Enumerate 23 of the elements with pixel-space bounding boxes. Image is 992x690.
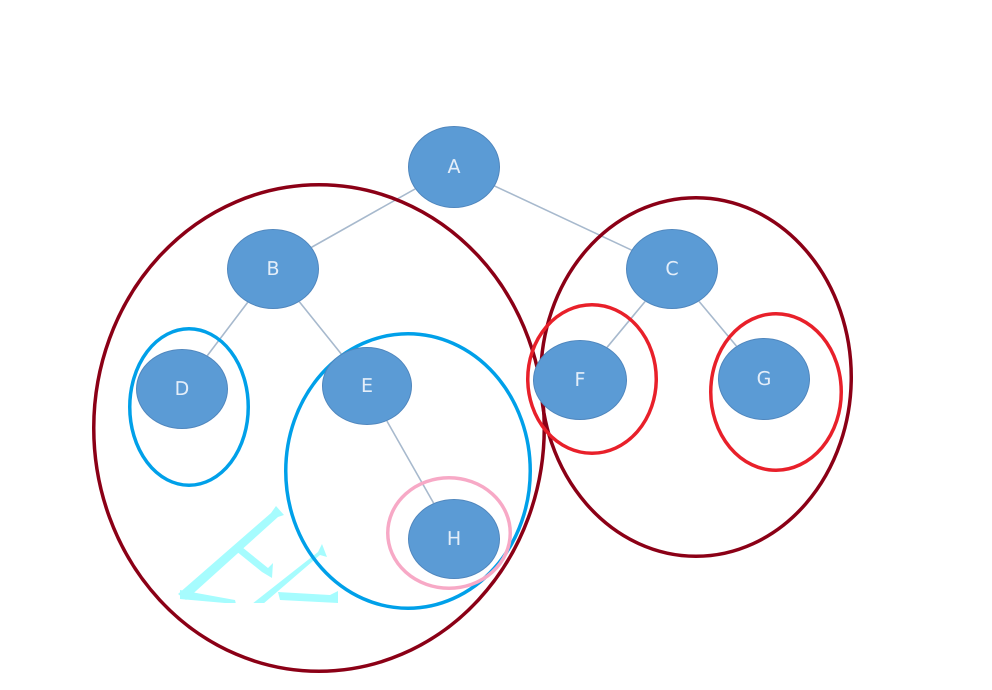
node-label: F — [574, 369, 586, 391]
tree-edge — [298, 301, 342, 354]
tree-node — [408, 499, 500, 579]
node-label: C — [665, 258, 679, 280]
node-label: E — [360, 375, 373, 397]
node-label: G — [756, 368, 772, 390]
subtree-outline — [128, 327, 250, 487]
tree-edge — [311, 188, 416, 248]
tree-node — [533, 340, 627, 420]
subtree-outline — [92, 183, 546, 673]
node-label: D — [174, 378, 190, 400]
subtree-outline — [386, 476, 512, 590]
subtree-outline — [709, 312, 843, 472]
subtree-outline — [526, 303, 658, 455]
subtree-outline — [284, 332, 532, 610]
node-label: B — [266, 258, 280, 280]
tree-edge — [206, 302, 248, 356]
node-label: H — [446, 528, 462, 550]
tree-edge — [386, 420, 434, 504]
tree-edge — [698, 300, 738, 347]
tree-edge — [494, 185, 632, 251]
node-label: A — [448, 156, 460, 178]
tree-edge — [606, 300, 646, 348]
